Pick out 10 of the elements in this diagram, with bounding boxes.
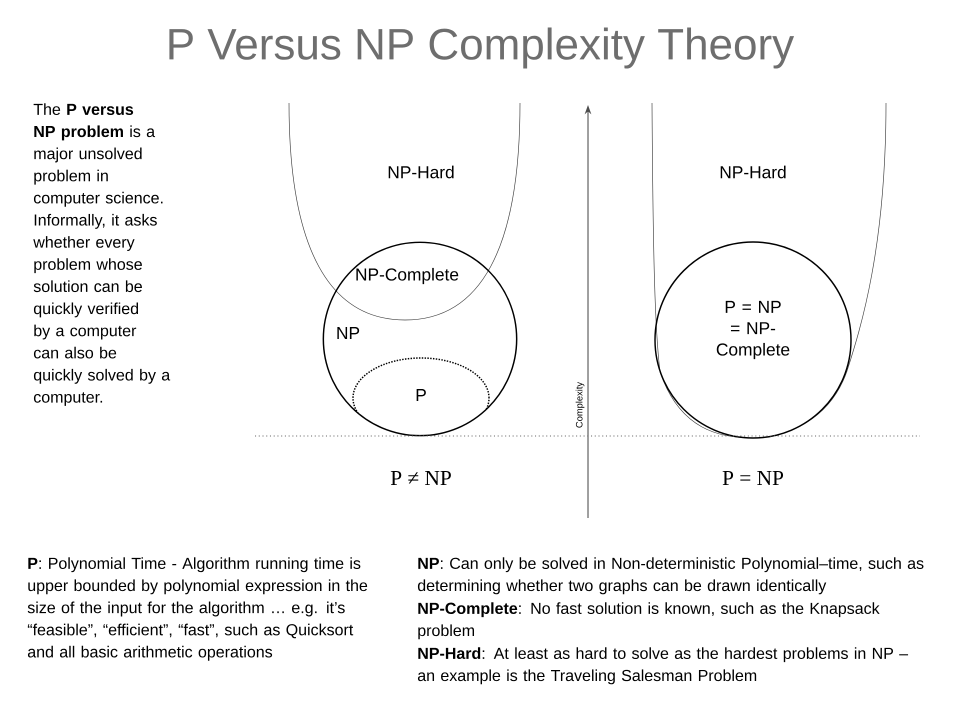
- paragraph: P: Polynomial Time - Algorithm running time is upper bounded by polynomial expression in the size of the input for the algorithm … e.g. it’s “feasible”, “efficient”, “fast”, such as Quicksort and all basic arithmetic operations: [28, 557, 368, 661]
- title: P Versus NP Complexity Theory: [169, 27, 794, 68]
- paragraph: The P versus NP problem is a major unsolved problem in computer science. Informally, it asks whether every problem whose solution can be quickly verified by a computer can also be quickly solved by a computer.: [33, 103, 170, 406]
- paragraph: NP-Complete: No fast solution is known, such as the Knapsack problem: [418, 602, 880, 640]
- formula-label: P = NP: [722, 471, 784, 485]
- paragraph: NP-Hard: At least as hard to solve as the hardest problems in NP – an example is the Traveling Salesman Problem: [418, 647, 908, 684]
- formula-label: P ≠ NP: [390, 471, 451, 485]
- region-label: NP-Complete: [356, 268, 458, 284]
- axis-label: Complexity: [576, 382, 584, 428]
- paragraph: NP: Can only be solved in Non-deterministic Polynomial–time, such as determining whether two graphs can be drawn identically: [418, 557, 924, 594]
